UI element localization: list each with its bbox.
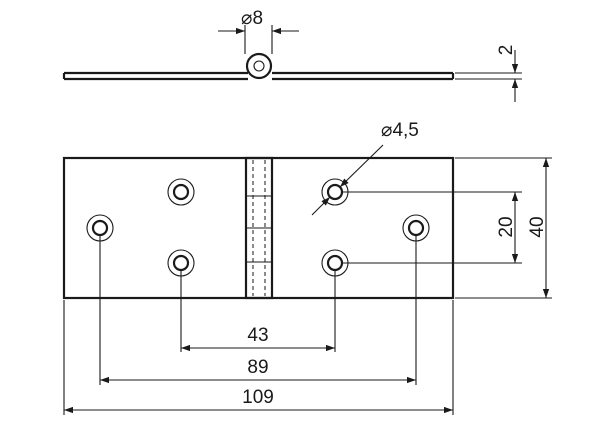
hole-diameter-label: ⌀4,5: [381, 120, 419, 141]
overall-width-label: 40: [527, 216, 548, 237]
thickness-label: 2: [496, 45, 517, 56]
side-view: ⌀8 2: [62, 8, 522, 102]
vertical-dimensions: 20 40: [343, 157, 552, 299]
pin-diameter-label: ⌀8: [241, 8, 263, 29]
outer-hole-spacing-label: 89: [247, 357, 268, 378]
horizontal-dimensions: 43 89 109: [63, 235, 454, 415]
side-view-leaves: [62, 71, 455, 81]
plan-view: ⌀4,5: [62, 120, 455, 300]
mounting-hole: [167, 178, 195, 206]
hole-spacing-vertical-label: 20: [496, 216, 517, 237]
hole-diameter-leader: [339, 144, 384, 188]
side-view-pin: [253, 60, 265, 72]
side-view-knuckle: [245, 52, 273, 80]
overall-length-label: 109: [242, 387, 274, 408]
inner-hole-spacing-label: 43: [247, 325, 268, 346]
